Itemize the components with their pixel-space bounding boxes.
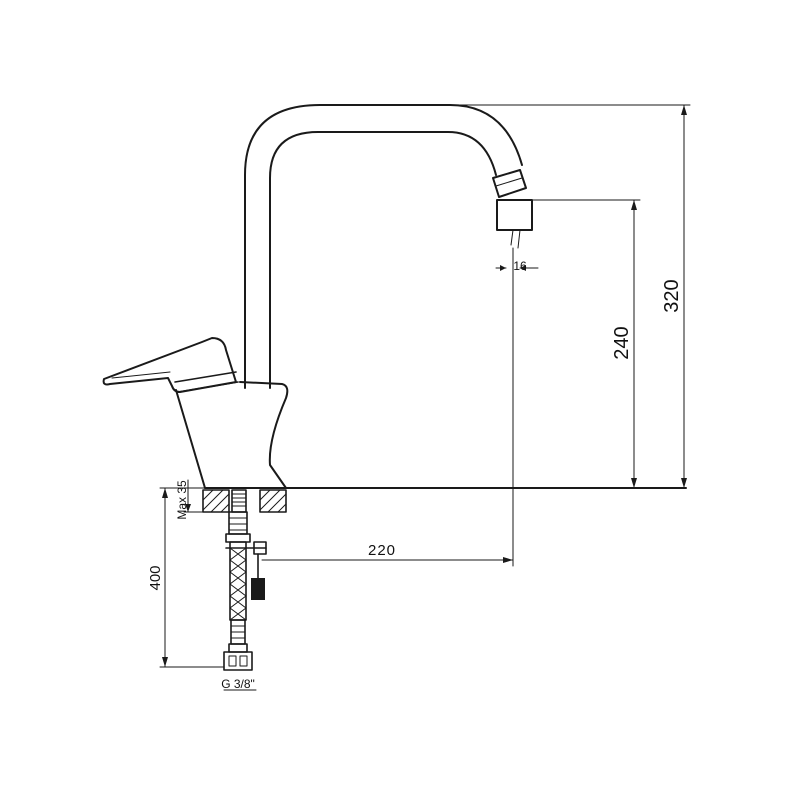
dim-connection-thread: G 3/8" [221, 677, 255, 691]
fixing-clamp [251, 578, 265, 600]
faucet-outline [102, 104, 687, 513]
dim-aerator-diameter: 16 [513, 259, 527, 273]
supply-hose [223, 511, 267, 671]
spout-collar [492, 169, 527, 198]
lever-handle [102, 337, 237, 393]
spout-tube [244, 104, 523, 389]
threaded-stud [231, 489, 247, 513]
spout-collar-ring [495, 177, 523, 187]
aerator [496, 199, 533, 231]
lever-edge [111, 371, 171, 379]
dimension-lines [159, 104, 691, 691]
hose-nut-bottom [223, 651, 253, 671]
dim-spout-reach: 220 [368, 542, 396, 559]
hose-nut-top [228, 511, 248, 535]
lever-ring [174, 371, 239, 393]
dim-hose-length: 400 [147, 565, 164, 590]
mounting-block-left [202, 489, 230, 513]
dimension-labels: 320 240 220 16 400 Max 35 G 3/8" [147, 259, 683, 691]
aerator-tip [510, 229, 521, 249]
dim-max-deck: Max 35 [175, 480, 189, 520]
dim-total-height: 320 [661, 279, 683, 312]
mounting-block-right [259, 489, 287, 513]
base-body [175, 381, 289, 489]
dim-spout-height: 240 [611, 326, 633, 359]
